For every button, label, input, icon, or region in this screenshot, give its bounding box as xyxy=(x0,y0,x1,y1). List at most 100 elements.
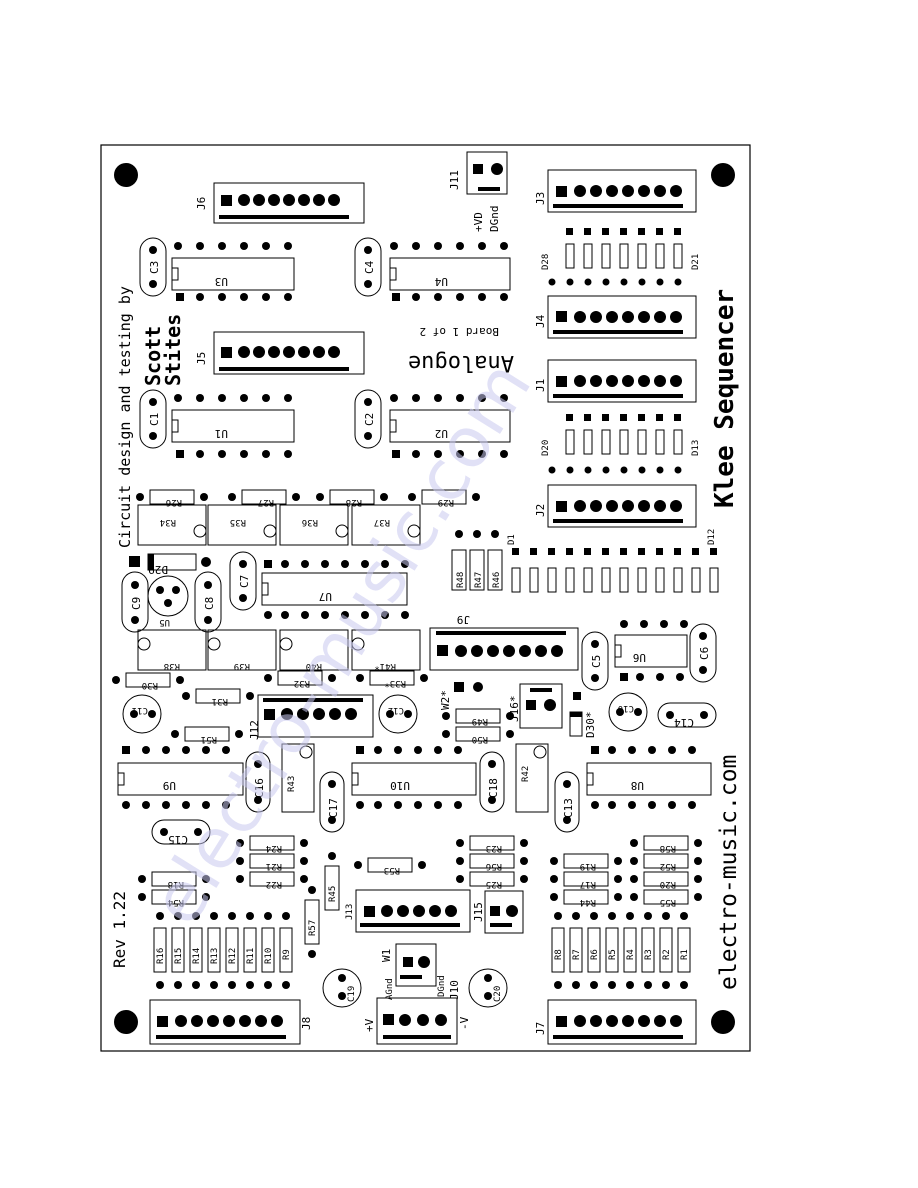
label-vd: +VD xyxy=(472,212,485,232)
label-j2: J2 xyxy=(534,504,547,517)
label-plus-v: +V xyxy=(363,1018,376,1032)
label-c19: C19 xyxy=(347,986,357,1002)
label-d12: D12 xyxy=(707,529,717,545)
label-r18: R18 xyxy=(168,879,184,889)
connector-j8: J8 xyxy=(149,999,313,1045)
board-index: Board 1 of 2 xyxy=(420,325,499,338)
board-title: Klee Sequencer xyxy=(710,289,740,508)
label-r5: R5 xyxy=(608,949,618,960)
label-dgnd-bottom: DGnd xyxy=(437,975,447,997)
connector-j4: J4 xyxy=(534,295,697,339)
label-r24: R24 xyxy=(266,843,282,853)
label-r54: R54 xyxy=(168,897,184,907)
label-j13: J13 xyxy=(345,904,355,920)
label-c18: C18 xyxy=(487,778,500,798)
label-d30: D30* xyxy=(584,712,597,739)
capacitor-group xyxy=(121,237,717,845)
label-u4: U4 xyxy=(434,275,448,288)
revision-label: Rev 1.22 xyxy=(110,891,129,968)
label-r38: R38 xyxy=(164,661,180,671)
label-r23: R23 xyxy=(486,843,502,853)
label-r1: R1 xyxy=(680,949,690,960)
connector-j11: J11 +VD DGnd xyxy=(448,151,508,232)
label-j10: J10 xyxy=(448,980,461,1000)
ic-u5: U5 xyxy=(147,575,189,627)
connector-j6: J6 xyxy=(195,182,365,224)
label-r48: R48 xyxy=(456,572,466,588)
label-u6: U6 xyxy=(633,651,646,664)
label-r29: R29 xyxy=(438,497,454,507)
label-r2: R2 xyxy=(662,949,672,960)
mounting-hole-bottom-right xyxy=(711,1010,735,1034)
label-r41: R41* xyxy=(374,661,396,671)
label-j1: J1 xyxy=(534,379,547,392)
jumper-w2: W2* xyxy=(439,682,483,710)
label-u5: U5 xyxy=(159,617,170,627)
ic-u6: U6 xyxy=(614,620,688,681)
label-r57: R57 xyxy=(308,920,318,936)
board-name: Analogue xyxy=(408,350,514,375)
connector-j7: J7 xyxy=(534,999,697,1045)
label-j5: J5 xyxy=(195,352,208,365)
mounting-hole-top-left xyxy=(114,163,138,187)
label-r20: R20 xyxy=(660,879,676,889)
label-w1: W1 xyxy=(380,949,393,962)
label-d21: D21 xyxy=(691,254,701,270)
label-r32: R32 xyxy=(294,678,310,688)
label-c13: C13 xyxy=(562,798,575,818)
label-r14: R14 xyxy=(192,948,202,964)
connector-j9: J9 xyxy=(429,613,579,671)
label-j9: J9 xyxy=(457,613,470,626)
ic-u10: U10 xyxy=(351,746,477,809)
connector-j13: J13 xyxy=(345,889,471,933)
connector-j5: J5 xyxy=(195,331,365,375)
label-j4: J4 xyxy=(534,314,547,328)
ic-u3: U3 xyxy=(171,242,295,301)
label-r31: R31 xyxy=(212,696,228,706)
label-r44: R44 xyxy=(580,897,596,907)
ic-u7: U7 xyxy=(261,560,409,619)
label-r47: R47 xyxy=(474,572,484,588)
label-c8: C8 xyxy=(203,597,216,610)
label-r8: R8 xyxy=(554,949,564,960)
label-c5: C5 xyxy=(590,655,603,668)
label-c2: C2 xyxy=(363,413,376,426)
label-r16: R16 xyxy=(156,948,166,964)
label-r51: R51 xyxy=(201,734,217,744)
label-r26: R26 xyxy=(166,497,182,507)
diode-array-d1-d12: D1 D12 xyxy=(507,529,719,593)
label-r10: R10 xyxy=(264,948,274,964)
label-r19: R19 xyxy=(580,861,596,871)
resistor-bank-left: R16 R15 R14 R13 R12 R11 R10 R9 xyxy=(153,912,293,989)
label-r37: R37 xyxy=(374,517,390,527)
label-r17: R17 xyxy=(580,879,596,889)
diode-d29: D29 xyxy=(129,553,211,576)
label-c10: C10 xyxy=(618,703,634,713)
label-r7: R7 xyxy=(572,949,582,960)
label-c17: C17 xyxy=(327,798,340,818)
connector-j2: J2 xyxy=(534,484,697,528)
label-minus-v: -V xyxy=(458,1016,471,1030)
label-r42: R42 xyxy=(521,766,531,782)
ic-u1: U1 xyxy=(171,394,295,458)
label-d1: D1 xyxy=(507,534,517,545)
label-r12: R12 xyxy=(228,948,238,964)
label-c12: C12 xyxy=(388,705,404,715)
label-r15: R15 xyxy=(174,948,184,964)
mounting-hole-bottom-left xyxy=(114,1010,138,1034)
label-c4: C4 xyxy=(363,260,376,274)
label-r4: R4 xyxy=(626,949,636,960)
label-d29: D29 xyxy=(148,563,168,576)
label-j11: J11 xyxy=(448,170,461,190)
label-r50: R50 xyxy=(472,734,488,744)
ic-u8: U8 xyxy=(586,746,712,809)
label-c6: C6 xyxy=(698,647,711,660)
label-r3: R3 xyxy=(644,949,654,960)
label-r27: R27 xyxy=(258,497,274,507)
label-u1: U1 xyxy=(215,427,228,440)
author-last-name: Stites xyxy=(161,314,185,386)
label-r22: R22 xyxy=(266,879,282,889)
connector-j3: J3 xyxy=(534,169,697,213)
label-c16: C16 xyxy=(253,778,266,798)
